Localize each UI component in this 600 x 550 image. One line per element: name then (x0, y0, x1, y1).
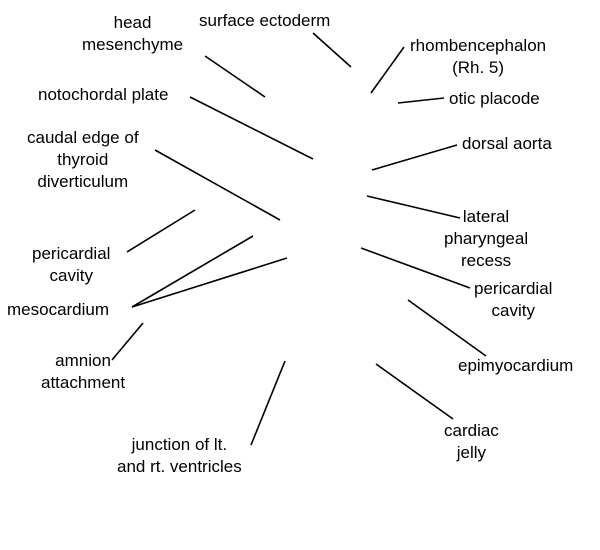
label-line: diverticulum (37, 172, 129, 191)
leader-line-mesocardium-lower (131, 257, 288, 308)
label-otic-placode: otic placode (449, 88, 540, 110)
label-line: head (113, 13, 152, 32)
label-lateral-pharyngeal-recess: lateral pharyngeal recess (444, 206, 528, 272)
label-line: cavity (49, 266, 93, 285)
label-line: caudal edge of (27, 128, 139, 147)
label-head-mesenchyme: head mesenchyme (82, 12, 183, 56)
label-line: (Rh. 5) (452, 58, 505, 77)
label-dorsal-aorta: dorsal aorta (462, 133, 552, 155)
label-cardiac-jelly: cardiac jelly (444, 420, 499, 464)
label-line: pericardial (474, 279, 553, 298)
label-line: mesenchyme (82, 35, 184, 54)
leader-line-otic-placode (397, 97, 445, 104)
label-pericardial-cavity-right: pericardial cavity (474, 278, 552, 322)
label-line: junction of lt. (131, 435, 228, 454)
label-line: pharyngeal (444, 229, 529, 248)
label-line: epimyocardium (458, 356, 574, 375)
label-line: mesocardium (7, 300, 110, 319)
label-mesocardium: mesocardium (7, 299, 109, 321)
leader-line-lateral-pharyngeal-recess (366, 195, 461, 219)
label-line: jelly (456, 443, 487, 462)
label-amnion-attachment: amnion attachment (41, 350, 125, 394)
leader-line-caudal-edge-thyroid (154, 149, 281, 221)
label-surface-ectoderm: surface ectoderm (199, 10, 330, 32)
label-pericardial-cavity-left: pericardial cavity (32, 243, 110, 287)
label-line: attachment (41, 373, 126, 392)
leader-line-mesocardium-upper (131, 235, 254, 308)
leader-line-amnion-attachment (111, 322, 144, 361)
label-caudal-edge-thyroid-diverticulum: caudal edge of thyroid diverticulum (27, 127, 139, 193)
label-line: notochordal plate (38, 85, 169, 104)
label-rhombencephalon: rhombencephalon (Rh. 5) (410, 35, 546, 79)
leader-line-pericardial-cavity-left (126, 209, 196, 253)
leader-line-cardiac-jelly (375, 363, 454, 420)
label-line: rhombencephalon (410, 36, 547, 55)
label-line: thyroid (57, 150, 109, 169)
label-line: pericardial (32, 244, 111, 263)
leader-line-dorsal-aorta (371, 144, 458, 171)
label-line: otic placode (449, 89, 540, 108)
leader-line-pericardial-cavity-right (360, 247, 471, 289)
leader-line-surface-ectoderm (312, 32, 352, 68)
label-line: cardiac (444, 421, 499, 440)
label-line: and rt. ventricles (117, 457, 242, 476)
label-epimyocardium: epimyocardium (458, 355, 573, 377)
label-junction-of-ventricles: junction of lt. and rt. ventricles (117, 434, 242, 478)
label-line: dorsal aorta (462, 134, 552, 153)
leader-line-notochordal-plate (189, 96, 314, 160)
label-line: surface ectoderm (199, 11, 331, 30)
leader-line-rhombencephalon (370, 46, 405, 94)
leader-line-head-mesenchyme (204, 55, 266, 98)
leader-line-epimyocardium (407, 299, 487, 357)
label-line: recess (461, 251, 512, 270)
label-line: amnion (55, 351, 111, 370)
label-line: lateral (462, 207, 510, 226)
leader-line-junction-ventricles (250, 360, 286, 446)
label-line: cavity (491, 301, 535, 320)
label-notochordal-plate: notochordal plate (38, 84, 168, 106)
